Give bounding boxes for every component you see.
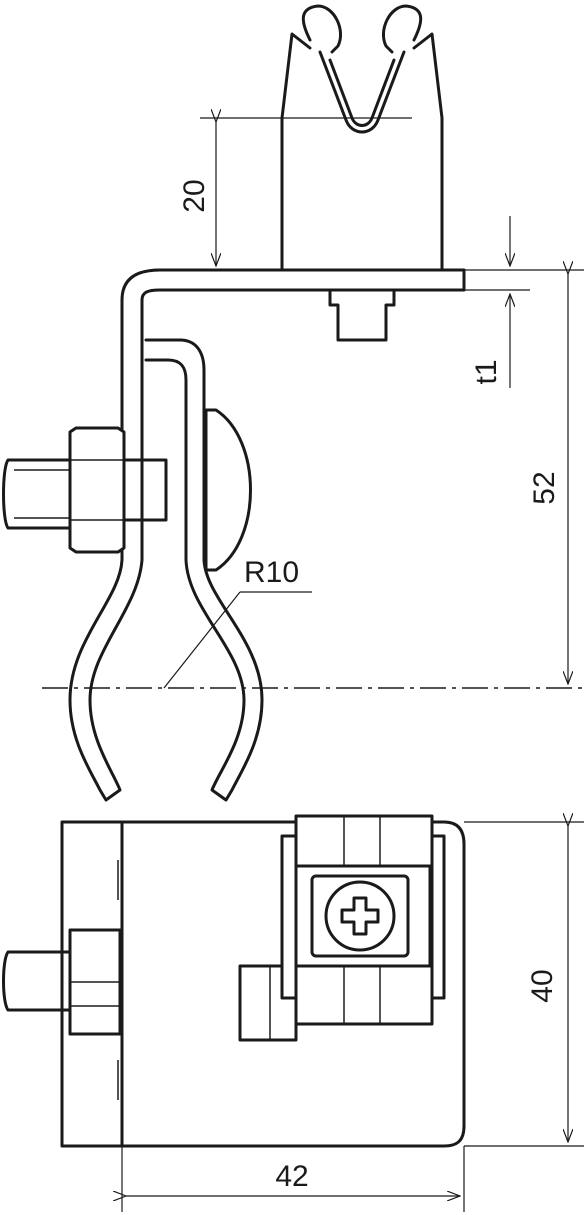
dim-40-label: 40 (526, 969, 559, 1002)
bolt-nut (2, 426, 168, 554)
clamp-block (280, 814, 446, 1026)
top-flange (68, 268, 466, 802)
dim-20-label: 20 (178, 179, 211, 212)
rod-clip (280, 4, 444, 272)
dim-52-label: 52 (528, 471, 561, 504)
dome-rivet (204, 408, 252, 572)
dim-t1-label: t1 (470, 359, 503, 384)
dim-height: 52 (528, 274, 568, 684)
side-view: 20 t1 52 R10 (2, 4, 584, 802)
front-bolt (2, 928, 122, 1036)
dim-r10-label: R10 (244, 556, 299, 589)
screw-head (324, 880, 396, 952)
dim-42-label: 42 (275, 1160, 308, 1193)
clamp-arm (144, 338, 264, 802)
flange-lug (328, 288, 396, 342)
dim-clip-height: 20 (178, 118, 412, 271)
dim-radius: R10 (163, 556, 312, 689)
dim-width-vertical: 40 (464, 822, 584, 1147)
dim-thickness: t1 (464, 216, 584, 388)
dim-width-horizontal: 42 (122, 1146, 465, 1212)
front-lug (238, 964, 298, 1042)
front-view: 40 42 (2, 814, 584, 1212)
plate-outline (60, 820, 466, 1148)
